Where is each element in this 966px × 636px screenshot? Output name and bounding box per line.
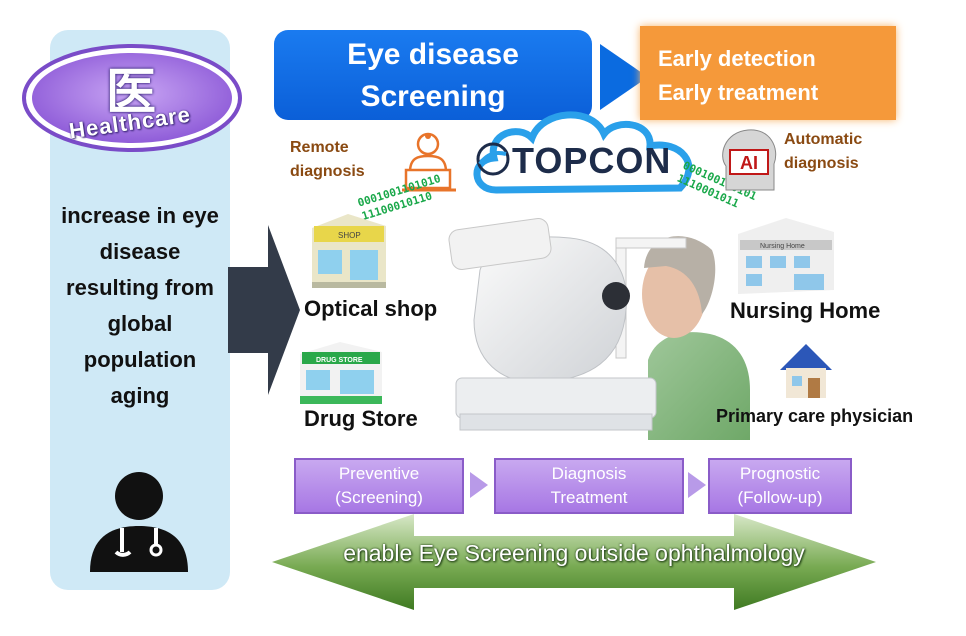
ai-head-icon: AI xyxy=(722,129,777,191)
cloud-icon xyxy=(473,111,693,194)
flow-step-line: (Follow-up) xyxy=(737,488,823,507)
shop-sign-text: SHOP xyxy=(338,231,361,240)
house-icon xyxy=(780,344,832,398)
nursing-home-label: Nursing Home xyxy=(730,298,881,323)
double-arrow-icon xyxy=(272,514,876,610)
early-text: Early detection Early treatment xyxy=(658,42,898,110)
remote-line: Remote xyxy=(290,139,349,156)
remote-line: diagnosis xyxy=(290,163,365,180)
ai-badge-text: AI xyxy=(740,153,758,173)
early-line: Early treatment xyxy=(658,80,819,105)
screening-line: Screening xyxy=(360,80,506,113)
banner-text: enable Eye Screening outside ophthalmolo… xyxy=(343,540,805,566)
healthcare-kanji: 医 xyxy=(106,63,156,121)
automatic-line: diagnosis xyxy=(784,155,859,172)
nursing-home-icon: Nursing Home xyxy=(738,218,834,294)
flow-step-line: (Screening) xyxy=(335,488,423,507)
aging-description: increase in eye disease resulting from g… xyxy=(50,198,230,414)
remote-diagnosis-label: Remote diagnosis xyxy=(290,136,365,184)
aging-line: resulting from xyxy=(66,275,214,300)
automatic-line: Automatic xyxy=(784,131,863,148)
screening-box xyxy=(274,30,592,120)
aging-line: global xyxy=(107,311,173,336)
doctor-icon xyxy=(90,472,188,572)
nursing-sign-text: Nursing Home xyxy=(760,243,805,250)
flow-arrow-icon xyxy=(470,472,488,498)
early-box xyxy=(640,26,896,120)
drug-store-label: Drug Store xyxy=(304,406,418,431)
optical-shop-icon: SHOP xyxy=(312,214,386,288)
screening-title: Eye disease Screening xyxy=(274,34,592,118)
flow-step-preventive: Preventive (Screening) xyxy=(294,458,464,514)
aging-line: increase in eye xyxy=(61,203,219,228)
automatic-diagnosis-label: Automatic diagnosis xyxy=(784,128,862,176)
healthcare-badge xyxy=(22,44,242,152)
flow-step-line: Treatment xyxy=(550,488,628,507)
flow-step-line: Diagnosis xyxy=(551,464,627,483)
eye-screening-device xyxy=(448,218,750,440)
optical-shop-label: Optical shop xyxy=(304,296,438,321)
big-arrow-icon xyxy=(228,225,300,395)
aging-line: aging xyxy=(110,383,170,408)
flow-step-line: Prognostic xyxy=(739,464,821,483)
drug-sign-text: DRUG STORE xyxy=(316,357,363,364)
aging-line: population xyxy=(83,347,197,372)
topcon-text: TOPCON xyxy=(512,140,672,181)
remote-doctor-icon xyxy=(402,132,456,192)
topcon-logo: TOPCON xyxy=(476,140,692,182)
flow-step-diagnosis: Diagnosis Treatment xyxy=(494,458,684,514)
arrow-right-icon xyxy=(600,44,648,110)
drug-store-icon: DRUG STORE xyxy=(300,342,382,404)
early-line: Early detection xyxy=(658,46,816,71)
flow-arrow-icon xyxy=(688,472,706,498)
topcon-mark-icon xyxy=(476,142,510,176)
aging-line: disease xyxy=(99,239,181,264)
screening-line: Eye disease xyxy=(347,38,519,71)
flow-step-line: Preventive xyxy=(338,464,420,483)
primary-care-label: Primary care physician xyxy=(716,406,914,426)
flow-step-prognostic: Prognostic (Follow-up) xyxy=(708,458,852,514)
